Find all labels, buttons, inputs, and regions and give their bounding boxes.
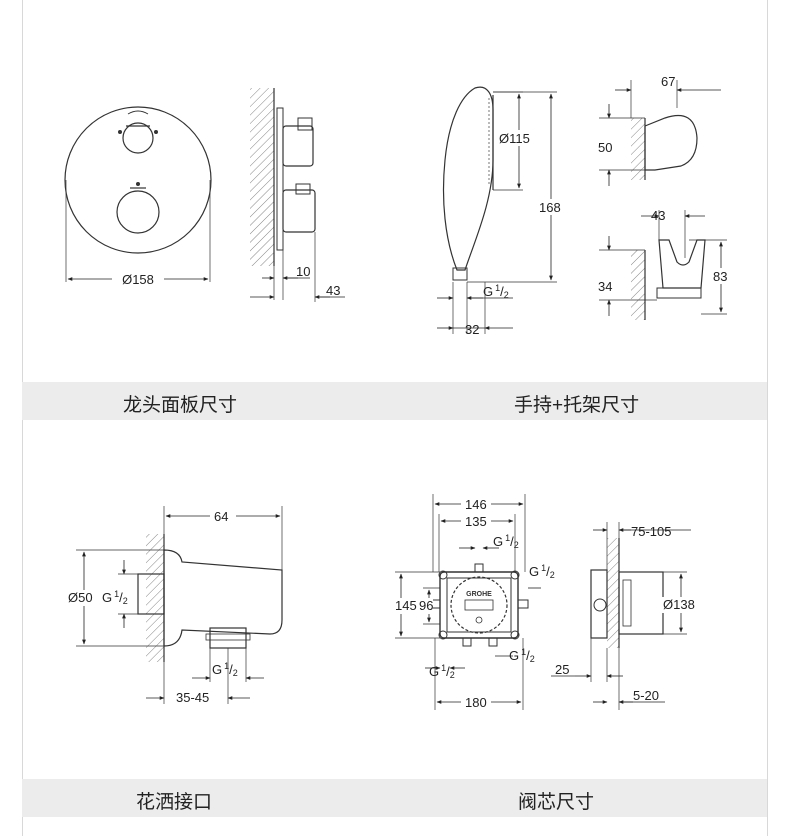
lower-knob-side bbox=[282, 189, 316, 233]
dim-135: 135 bbox=[465, 514, 487, 529]
dim-43: 43 bbox=[326, 283, 340, 298]
dim-10: 10 bbox=[296, 264, 310, 279]
caption-valve: 阀芯尺寸 bbox=[518, 792, 595, 813]
dim-67: 67 bbox=[661, 74, 675, 89]
flow-icon bbox=[127, 110, 149, 115]
dim-180: 180 bbox=[465, 695, 487, 710]
outlet-body bbox=[163, 549, 283, 647]
valve-logo: GROHE bbox=[466, 591, 492, 598]
dim-diameter-158: Ø158 bbox=[122, 272, 154, 287]
valve-side-body bbox=[618, 571, 664, 635]
dim-holder-43: 43 bbox=[651, 208, 665, 223]
dim-50: 50 bbox=[598, 140, 612, 155]
holder-wall-hatch bbox=[631, 118, 645, 180]
caption-bar-bottom: 花洒接口 阀芯尺寸 bbox=[22, 779, 767, 817]
valve-body-circle bbox=[450, 576, 508, 634]
dim-96: 96 bbox=[419, 598, 433, 613]
upper-knob bbox=[122, 122, 154, 154]
dim-outlet-diameter: Ø50 bbox=[68, 590, 93, 605]
dim-handheld-diameter: Ø115 bbox=[499, 131, 530, 146]
wall-hatch bbox=[250, 88, 274, 266]
dim-83: 83 bbox=[713, 269, 727, 284]
caption-outlet: 花洒接口 bbox=[136, 792, 213, 813]
holder-front-view bbox=[658, 239, 706, 289]
handheld-shower bbox=[442, 86, 494, 271]
caption-handheld: 手持+托架尺寸 bbox=[514, 395, 640, 416]
dim-64: 64 bbox=[214, 509, 228, 524]
dim-168: 168 bbox=[539, 200, 561, 215]
dim-34: 34 bbox=[598, 279, 612, 294]
dim-146: 146 bbox=[465, 497, 487, 512]
dim-valve-diameter: Ø138 bbox=[663, 597, 695, 612]
valve-wall-hatch bbox=[607, 538, 619, 648]
caption-faucet-panel: 龙头面板尺寸 bbox=[123, 395, 238, 416]
dim-25: 25 bbox=[555, 662, 569, 677]
upper-knob-side bbox=[282, 125, 314, 167]
dim-5-20: 5-20 bbox=[633, 688, 659, 703]
lower-knob bbox=[116, 190, 160, 234]
holder-side-view bbox=[644, 114, 698, 171]
caption-bar-top: 龙头面板尺寸 手持+托架尺寸 bbox=[22, 382, 767, 420]
faucet-panel-drawing: Ø158 10 43 bbox=[64, 88, 345, 302]
dim-75-105: 75-105 bbox=[631, 524, 671, 539]
valve-frame bbox=[439, 571, 519, 639]
dim-32: 32 bbox=[465, 322, 479, 337]
dim-145: 145 bbox=[395, 598, 417, 613]
outlet-wall-hatch bbox=[146, 534, 164, 662]
panel-circle bbox=[64, 106, 212, 254]
dim-35-45: 35-45 bbox=[176, 690, 209, 705]
right-border-line bbox=[767, 0, 768, 836]
holder-front-wall-hatch bbox=[631, 250, 645, 320]
